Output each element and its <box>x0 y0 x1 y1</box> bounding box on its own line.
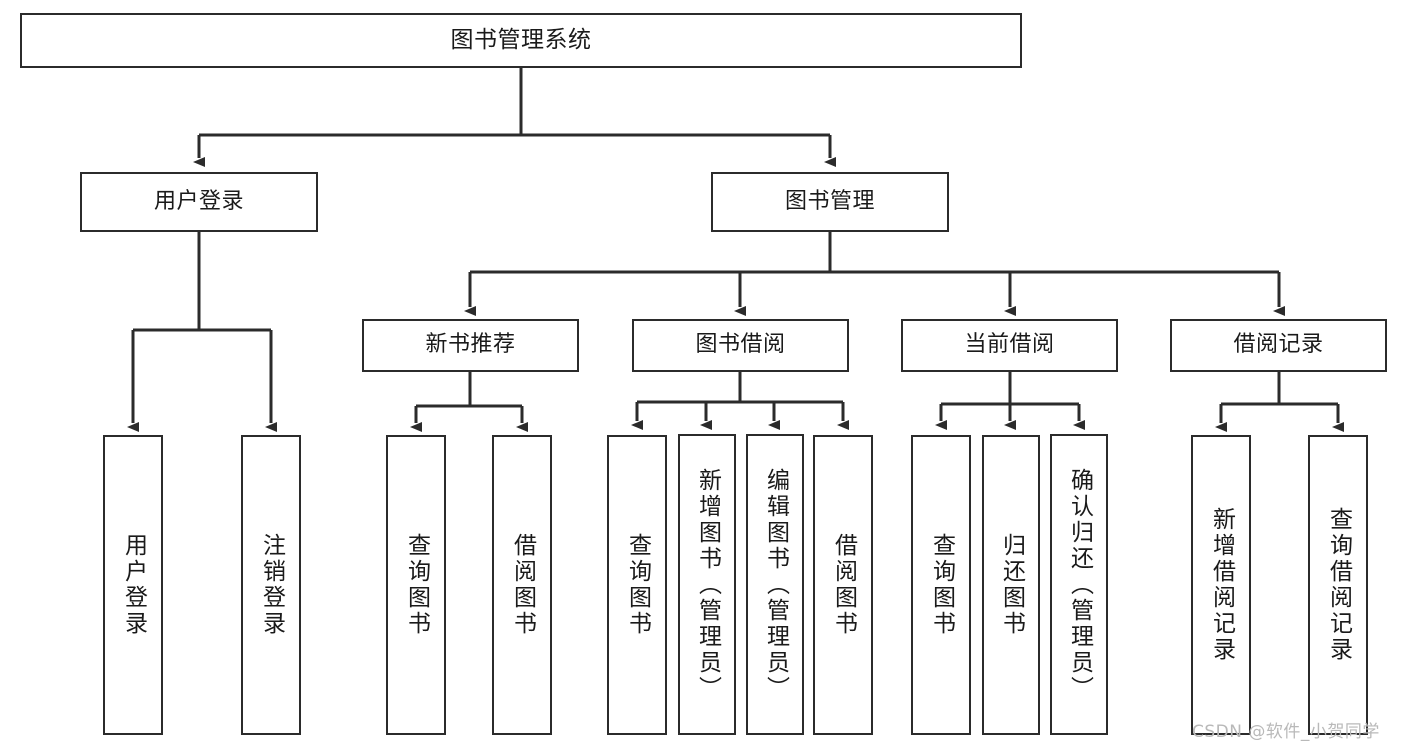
node-label: 用户登录 <box>120 533 147 637</box>
node-label: 图书借阅 <box>695 332 786 358</box>
leaf-return-book[interactable]: 归还图书 <box>982 435 1040 735</box>
node-label: 查询图书 <box>403 533 430 637</box>
leaf-user-login[interactable]: 用户登录 <box>103 435 163 735</box>
node-label: 图书管理系统 <box>450 26 592 53</box>
csdn-watermark: CSDN @软件_小贺同学 <box>1192 722 1380 742</box>
leaf-edit-book-admin[interactable]: 编辑图书（管理员） <box>746 434 804 735</box>
node-label: 借阅图书 <box>830 533 857 637</box>
leaf-query-borrow-record[interactable]: 查询借阅记录 <box>1308 435 1368 735</box>
node-label: 查询借阅记录 <box>1325 507 1352 663</box>
leaf-query-book-borrow[interactable]: 查询图书 <box>607 435 667 735</box>
leaf-query-book-recommend[interactable]: 查询图书 <box>386 435 446 735</box>
leaf-add-book-admin[interactable]: 新增图书（管理员） <box>678 434 736 735</box>
node-root-book-management-system[interactable]: 图书管理系统 <box>20 13 1022 68</box>
node-label: 新增借阅记录 <box>1208 507 1235 663</box>
node-label: 当前借阅 <box>964 332 1055 358</box>
node-label: 归还图书 <box>998 533 1025 637</box>
node-user-login[interactable]: 用户登录 <box>80 172 318 232</box>
node-book-management[interactable]: 图书管理 <box>711 172 949 232</box>
node-label: 借阅记录 <box>1233 332 1324 358</box>
leaf-borrow-book[interactable]: 借阅图书 <box>813 435 873 735</box>
node-label: 用户登录 <box>153 188 244 214</box>
node-label: 新增图书（管理员） <box>694 467 721 702</box>
node-label: 图书管理 <box>784 188 875 214</box>
leaf-logout[interactable]: 注销登录 <box>241 435 301 735</box>
node-borrow-record[interactable]: 借阅记录 <box>1170 319 1387 372</box>
node-label: 查询图书 <box>624 533 651 637</box>
leaf-confirm-return-admin[interactable]: 确认归还（管理员） <box>1050 434 1108 735</box>
node-label: 编辑图书（管理员） <box>762 467 789 702</box>
leaf-query-book-current[interactable]: 查询图书 <box>911 435 971 735</box>
node-new-book-recommend[interactable]: 新书推荐 <box>362 319 579 372</box>
node-label: 确认归还（管理员） <box>1066 467 1093 702</box>
node-book-borrow[interactable]: 图书借阅 <box>632 319 849 372</box>
node-label: 注销登录 <box>258 533 285 637</box>
leaf-borrow-book-recommend[interactable]: 借阅图书 <box>492 435 552 735</box>
node-current-borrow[interactable]: 当前借阅 <box>901 319 1118 372</box>
node-label: 借阅图书 <box>509 533 536 637</box>
node-label: 新书推荐 <box>425 332 516 358</box>
leaf-add-borrow-record[interactable]: 新增借阅记录 <box>1191 435 1251 735</box>
node-label: 查询图书 <box>928 533 955 637</box>
